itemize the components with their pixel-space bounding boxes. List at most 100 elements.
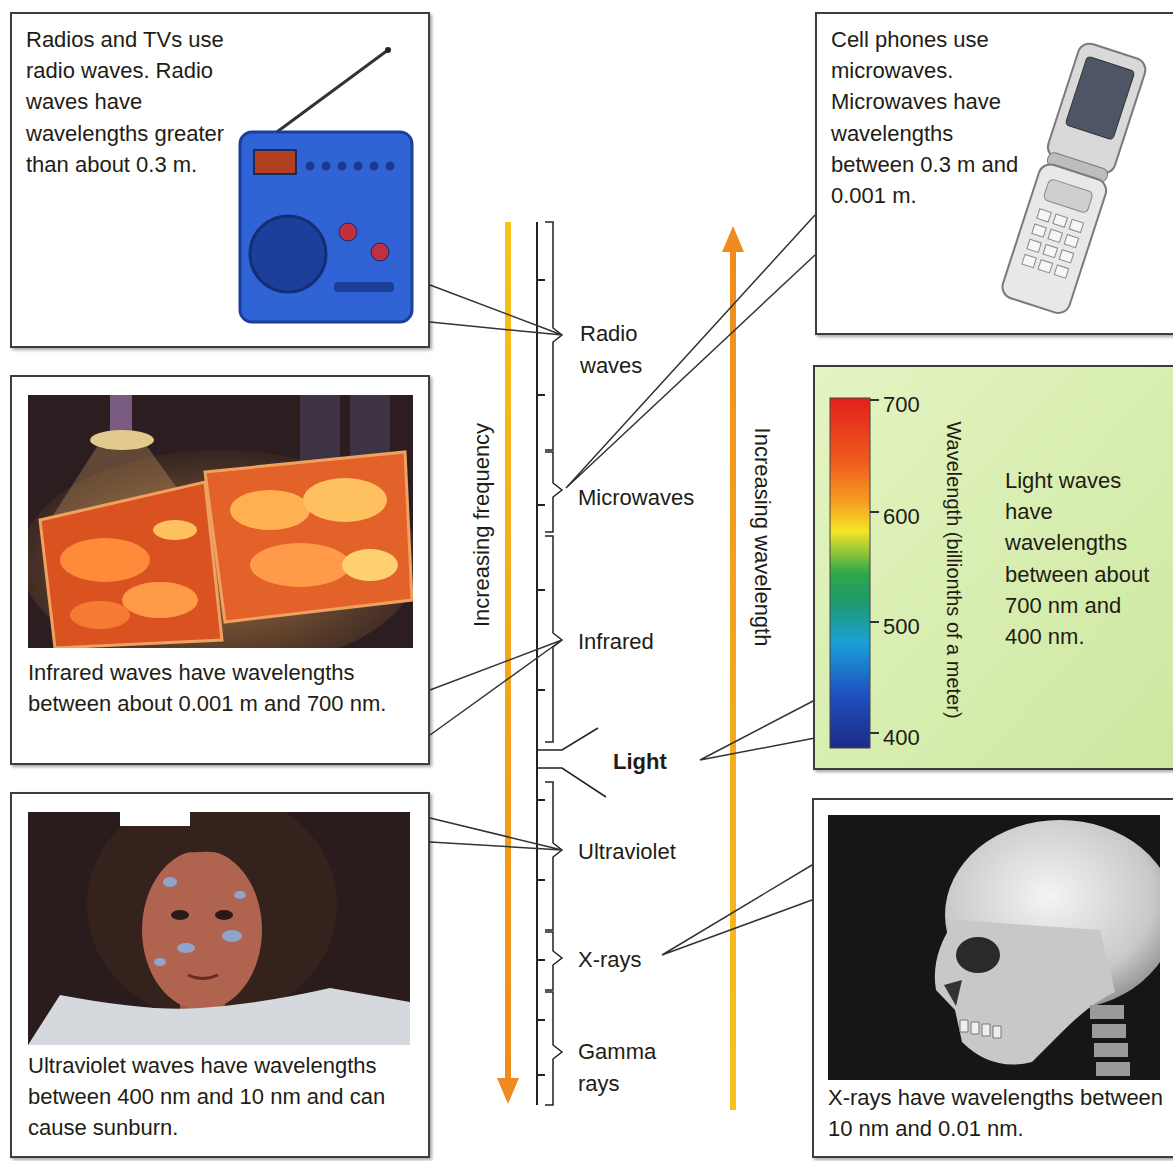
food-tray — [205, 452, 412, 622]
radio-speaker — [250, 216, 326, 292]
clothing — [28, 988, 410, 1045]
text-holder: 700 — [883, 389, 920, 420]
callout-text: Radios and TVs use radio waves. Radio wa… — [26, 24, 234, 180]
heat-glow — [28, 450, 413, 648]
range-bracket — [545, 782, 562, 930]
sunscreen-patch — [154, 958, 166, 966]
phone-screen — [1065, 56, 1135, 140]
range-bracket — [545, 932, 562, 990]
text-holder: 400 — [883, 722, 920, 753]
callout-tail — [430, 285, 562, 335]
spectrum-bar — [830, 398, 870, 748]
bar-tick — [870, 399, 879, 401]
callout-text: Light waves have wavelengths between abo… — [1005, 465, 1155, 652]
photo-notch — [120, 812, 190, 826]
bar-tick — [870, 732, 879, 734]
text-holder: Radios and TVs use radio waves. Radio wa… — [26, 24, 234, 180]
frequency-arrowhead — [497, 1078, 519, 1104]
bar-tick — [870, 621, 879, 623]
band-name: Light — [613, 746, 667, 778]
heat-lamp — [90, 430, 154, 450]
frequency-arrow — [505, 222, 511, 1080]
radio-callout: Radios and TVs use radio waves. Radio wa… — [10, 12, 430, 348]
radio-display — [254, 150, 296, 174]
range-bracket — [545, 222, 562, 450]
label-holder: Gamma rays — [578, 1036, 663, 1100]
label-holder: Increasing wavelength — [746, 428, 778, 647]
wavelength-arrowhead — [722, 226, 744, 252]
callout-tail — [430, 818, 562, 850]
text-holder: Cell phones use microwaves. Microwaves h… — [831, 24, 1037, 211]
phone-base — [999, 161, 1109, 316]
band-name: Radio waves — [580, 318, 665, 382]
sunscreen-patch — [222, 930, 242, 942]
window — [300, 395, 340, 465]
radio-button — [354, 162, 363, 171]
callout-tail — [700, 700, 815, 760]
photo-background — [28, 812, 410, 1045]
food — [230, 490, 310, 530]
hair — [87, 812, 337, 1020]
nasal-cavity — [944, 980, 962, 1006]
phone-keypad — [1022, 209, 1084, 278]
face-bones — [935, 920, 1115, 1065]
eye — [171, 910, 189, 920]
heat-lamp-arm — [110, 395, 132, 435]
label-holder: Infrared — [578, 626, 654, 658]
food — [250, 543, 350, 587]
scale-value: 700 — [883, 389, 920, 420]
band-name: Infrared — [578, 626, 654, 658]
radio-button — [370, 162, 379, 171]
range-bracket — [545, 536, 562, 742]
label-holder: X-rays — [578, 944, 642, 976]
band-name: Ultraviolet — [578, 836, 676, 868]
axis-label: Increasing wavelength — [746, 428, 778, 647]
callout-text: Ultraviolet waves have wavelengths betwe… — [28, 1050, 418, 1144]
food-tray — [40, 482, 222, 648]
scale-value: 400 — [883, 722, 920, 753]
eye — [215, 910, 233, 920]
sunscreen-patch — [177, 943, 195, 953]
radio-button — [322, 162, 331, 171]
spectrum-scale — [536, 222, 538, 1105]
label-holder: Light — [613, 746, 667, 778]
band-name: Microwaves — [578, 482, 694, 514]
food — [303, 478, 387, 522]
light-callout: 700 600 500 400 Wavelength (billionths of a … — [813, 365, 1173, 770]
label-holder: Ultraviolet — [578, 836, 676, 868]
wavelength-arrow — [730, 250, 736, 1110]
band-name: Gamma rays — [578, 1036, 663, 1100]
axis-title: Wavelength (billionths of a meter) — [940, 421, 968, 718]
label-holder: Radio waves — [580, 318, 665, 382]
radio-button — [338, 162, 347, 171]
sunburn-photo — [28, 812, 410, 1045]
text-holder: 600 — [883, 501, 920, 532]
ultraviolet-callout: Ultraviolet waves have wavelengths betwe… — [10, 792, 430, 1158]
radio-antenna — [266, 50, 388, 140]
text-holder: Light waves have wavelengths between abo… — [1005, 465, 1155, 652]
infrared-photo — [28, 395, 413, 648]
text-holder: Infrared waves have wavelengths between … — [28, 657, 418, 719]
callout-tail — [430, 640, 562, 735]
xray-callout: X-rays have wavelengths between 10 nm an… — [812, 798, 1173, 1158]
callout-tail — [662, 865, 812, 955]
radio-button — [386, 162, 395, 171]
fringe — [150, 841, 258, 865]
mouth — [188, 975, 218, 979]
radio-knob — [371, 243, 389, 261]
teeth — [960, 1020, 1001, 1038]
sunscreen-patch — [234, 891, 246, 899]
food — [60, 538, 150, 582]
food — [122, 582, 198, 618]
cell-phone — [999, 41, 1148, 317]
phone-nav — [1043, 178, 1094, 213]
scale-value: 600 — [883, 501, 920, 532]
text-holder: Ultraviolet waves have wavelengths betwe… — [28, 1050, 418, 1144]
scale-value: 500 — [883, 611, 920, 642]
radio-body — [240, 132, 412, 322]
text-holder: X-rays have wavelengths between 10 nm an… — [828, 1082, 1166, 1144]
callout-text: X-rays have wavelengths between 10 nm an… — [828, 1082, 1166, 1144]
text-holder: Wavelength (billionths of a meter) — [940, 421, 968, 718]
axis-label: Increasing frequency — [466, 423, 498, 627]
